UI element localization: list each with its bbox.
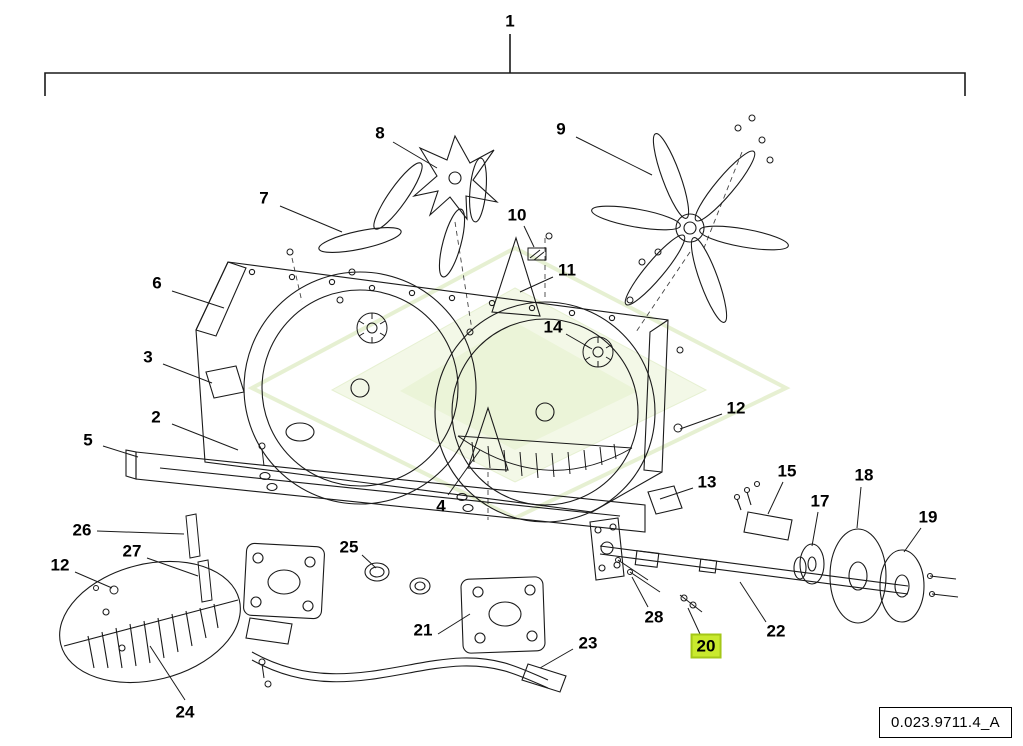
part-label-27-20[interactable]: 27 <box>122 541 142 561</box>
fan-right <box>591 133 789 323</box>
curved-bar <box>251 651 567 693</box>
part-label-7-3[interactable]: 7 <box>259 188 269 208</box>
leader-lines <box>74 136 922 701</box>
part-label-22-24[interactable]: 22 <box>766 621 786 641</box>
part-code-text: 0.023.9711.4_A <box>890 714 1000 731</box>
part-label-15-12[interactable]: 15 <box>777 461 797 481</box>
part-label-24-27[interactable]: 24 <box>175 702 195 722</box>
part-label-26-18[interactable]: 26 <box>72 520 92 540</box>
part-label-3-8[interactable]: 3 <box>143 347 153 367</box>
part-label-25-19[interactable]: 25 <box>339 537 359 557</box>
part-label-10-4[interactable]: 10 <box>507 205 527 225</box>
part-label-2-10[interactable]: 2 <box>151 407 161 427</box>
slotted-disc-left <box>59 560 241 684</box>
part-label-6-6[interactable]: 6 <box>152 273 162 293</box>
part-label-23-25[interactable]: 23 <box>578 633 598 653</box>
part-label-5-11[interactable]: 5 <box>83 430 93 450</box>
part-label-21-23[interactable]: 21 <box>413 620 433 640</box>
gearboxes <box>243 542 546 654</box>
side-straps <box>185 513 213 603</box>
cone-parts <box>467 236 541 471</box>
part-label-13-14[interactable]: 13 <box>697 472 717 492</box>
part-label-1-0[interactable]: 1 <box>505 11 515 31</box>
part-label-12-9[interactable]: 12 <box>726 398 746 418</box>
cover-plate <box>733 480 793 541</box>
fasteners <box>93 114 774 688</box>
part-label-18-13[interactable]: 18 <box>854 465 874 485</box>
housing-body <box>195 261 669 523</box>
part-label-9-2[interactable]: 9 <box>556 119 566 139</box>
part-label-14-7[interactable]: 14 <box>543 317 563 337</box>
part-label-20-26[interactable]: 20 <box>692 635 720 657</box>
part-label-8-1[interactable]: 8 <box>375 123 385 143</box>
front-beam <box>125 449 646 533</box>
part-label-11-5[interactable]: 11 <box>558 260 576 280</box>
clip-part <box>527 232 553 261</box>
part-label-4-16[interactable]: 4 <box>436 496 446 516</box>
part-label-12-21[interactable]: 12 <box>50 555 70 575</box>
spacer-rings <box>364 562 431 595</box>
drive-shaft <box>599 528 959 624</box>
star-hubs <box>356 312 614 368</box>
part-label-19-17[interactable]: 19 <box>918 507 938 527</box>
assembly-bracket <box>44 34 966 96</box>
part-label-17-15[interactable]: 17 <box>810 491 830 511</box>
part-code-box: 0.023.9711.4_A <box>878 707 1012 738</box>
fan-star-left <box>318 134 499 278</box>
part-label-28-22[interactable]: 28 <box>644 607 664 627</box>
